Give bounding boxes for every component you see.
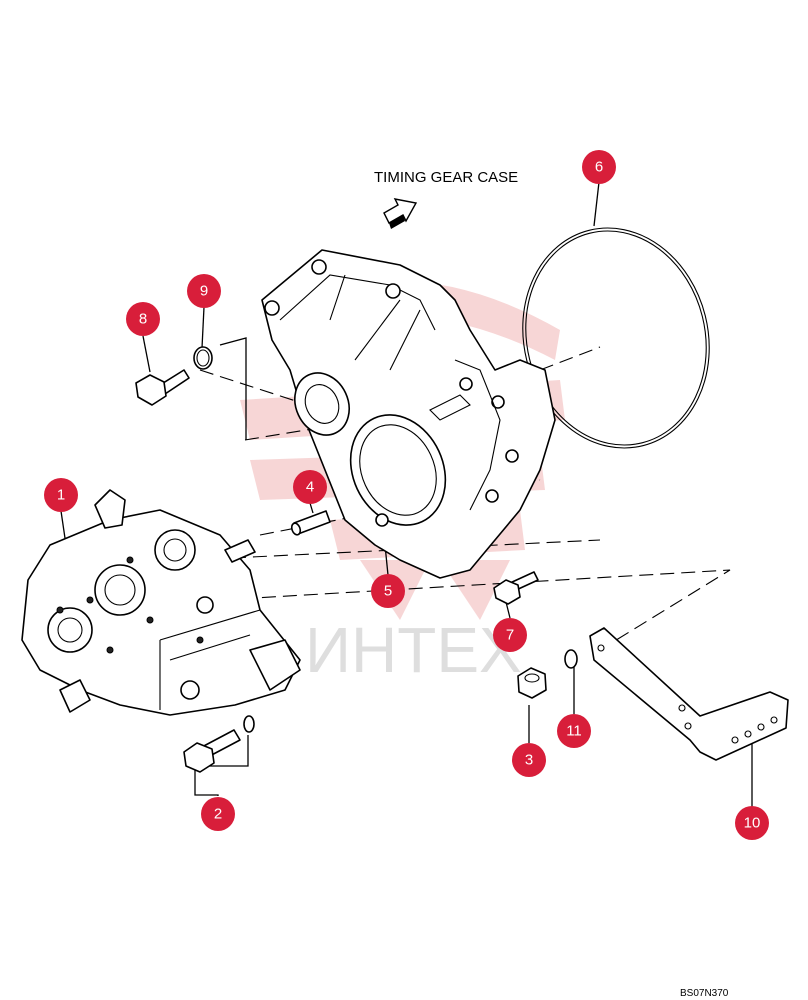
svg-text:8: 8 [139,311,147,328]
timing-gear-case-housing [261,249,556,579]
callout-8: 8 [126,302,160,336]
svg-text:3: 3 [525,752,533,769]
svg-text:1: 1 [57,487,65,504]
watermark-text: ИНТЕХ [305,614,522,686]
svg-text:5: 5 [384,583,392,600]
svg-text:6: 6 [595,159,603,176]
bolt-with-collar [135,369,190,406]
svg-text:11: 11 [566,723,582,740]
callout-5: 5 [371,574,405,608]
direction-arrow-icon [383,198,418,229]
flange-bolt [493,571,539,605]
callout-9: 9 [187,274,221,308]
svg-text:4: 4 [306,479,314,496]
pump-mounting-bolt [183,715,255,773]
callout-2: 2 [201,797,235,831]
callout-1: 1 [44,478,78,512]
callout-11: 11 [557,714,591,748]
callout-10: 10 [735,806,769,840]
callout-6: 6 [582,150,616,184]
svg-text:2: 2 [214,806,222,823]
support-bracket [589,627,789,761]
dowel-pin [290,510,331,536]
fuel-supply-pump [21,489,301,716]
callout-7: 7 [493,618,527,652]
o-ring-small-inner [196,349,210,367]
svg-text:10: 10 [744,815,761,832]
timing-gear-case-label: TIMING GEAR CASE [374,169,518,186]
svg-text:9: 9 [200,283,208,300]
o-ring-large-inner [525,230,707,446]
hex-nut [517,667,547,699]
o-ring-large [522,227,710,449]
svg-text:7: 7 [506,627,514,644]
callout-4: 4 [293,470,327,504]
callout-3: 3 [512,743,546,777]
washer [564,649,578,669]
figure-code: BS07N370 [680,988,729,999]
